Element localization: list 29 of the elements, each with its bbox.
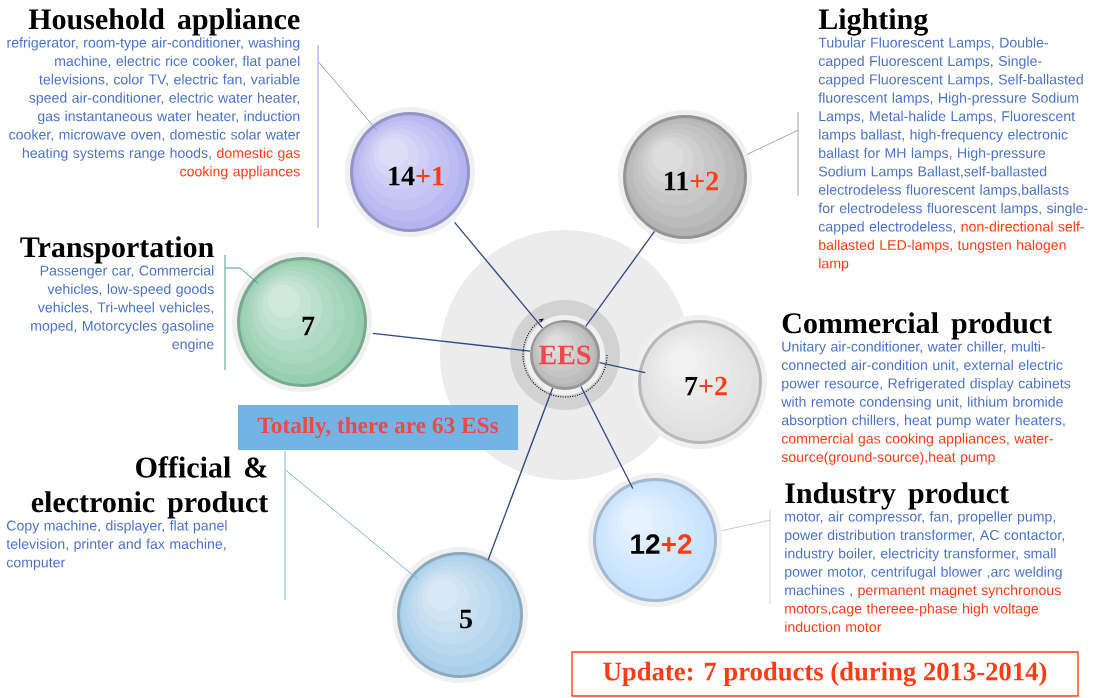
ees-sphere: EES bbox=[522, 315, 608, 398]
sphere: 14+1 bbox=[345, 107, 475, 237]
sphere: 12+2 bbox=[588, 473, 722, 607]
sphere: 7 bbox=[232, 252, 372, 392]
leader-line bbox=[746, 129, 799, 155]
leader-line bbox=[285, 469, 418, 580]
connector-line bbox=[453, 221, 544, 329]
connector-line bbox=[585, 230, 656, 328]
category-text: Lighting Tubular Fluorescent Lamps, Double-capped Fluorescent Lamps, Single-capped Fluorescent Lamps, Self-ballasted fluorescent lamps, High-pressure Sodium Lamps, Metal-halide Lamps, Fluorescent lamps ballast, high-frequency electronic ballast for MH lamps, High-pressure Sodium Lamps Ballast,self-ballasted electrodeless fluorescent lamps,ballasts for electrodeless fluorescent lamps, single-capped electrodeless, non-directional self-ballasted LED-lamps, tungsten halogen lamp bbox=[818, 8, 1088, 272]
sphere: 11+2 bbox=[618, 110, 752, 244]
leader-line bbox=[721, 519, 771, 532]
category-text: Household appliance refrigerator, room-type air-conditioner, washing machine, electric rice cooker, flat panel televisions, color TV, electric fan, variable speed air-conditioner, electric water heater, gas instantaneous water heater, induction cooker, microwave oven, domestic solar water heating systems range hoods, domestic gas cooking appliances bbox=[7, 8, 300, 180]
leader-line bbox=[318, 61, 378, 131]
category-text: Transportation Passenger car, Commercial vehicles, low-speed goods vehicles, Tri-wheel vehicles, moped, Motorcycles gasoline engine bbox=[20, 236, 214, 352]
category-text: Official & electronic product Copy machine, displayer, flat panel television, printer and fax machine, computer bbox=[6, 456, 269, 571]
sphere: 5 bbox=[392, 547, 528, 683]
sphere: 7+2 bbox=[633, 315, 767, 449]
node-label: 7 bbox=[685, 376, 698, 396]
connector-line bbox=[372, 332, 531, 352]
connector-line bbox=[598, 361, 646, 374]
node-label: +2 bbox=[699, 376, 727, 396]
category-text: Industry product motor, air compressor, fan, propeller pump, power distribution transformer, AC contactor, industry boiler, electricity transformer, small power motor, centrifugal blower ,arc welding machines , permanent magnet synchronous motors,cage thereee-phase high voltage induction motor bbox=[785, 482, 1064, 632]
category-text: Commercial product Unitary air-conditioner, water chiller, multi-connected air-condition unit, external electric power resource, Refrigerated display cabinets with remote condensing unit, lithium bromide absorption chillers, heat pump water heaters, commercial gas cooking appliances, water-source(ground-source),heat pump bbox=[781, 312, 1071, 465]
connector-line bbox=[580, 385, 634, 490]
total-banner: Totally, there are 63 ESs bbox=[238, 405, 518, 450]
node-label: EES bbox=[539, 345, 591, 365]
update-box: Update: 7 products (during 2013-2014) bbox=[571, 651, 1079, 697]
leader-line bbox=[225, 267, 259, 285]
connector-line bbox=[487, 387, 554, 561]
